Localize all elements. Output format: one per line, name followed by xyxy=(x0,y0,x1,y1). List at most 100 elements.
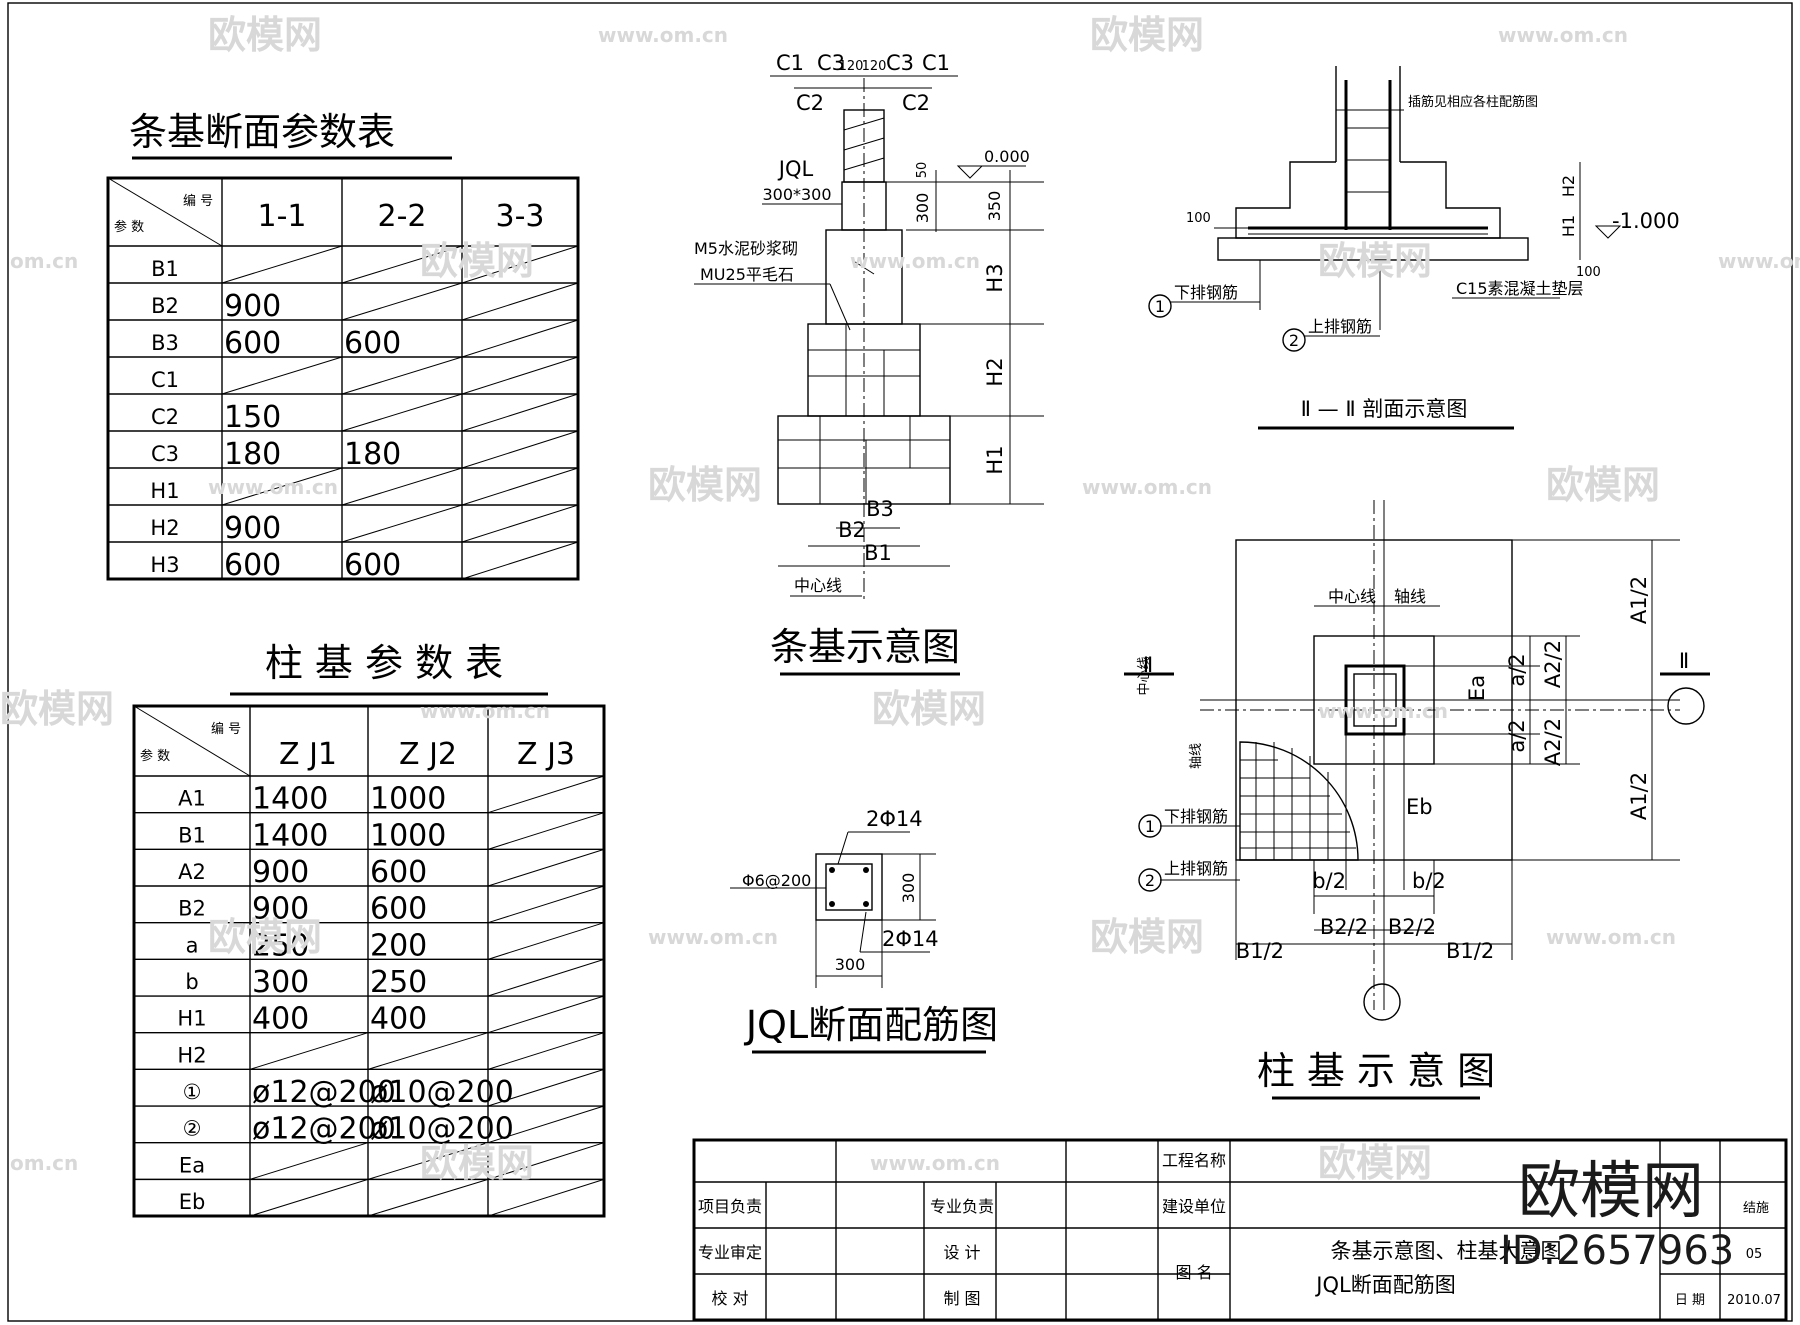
dim-c2-left: C2 xyxy=(796,91,824,115)
watermark-url-short: om.cn xyxy=(10,249,78,273)
dim-h3: H3 xyxy=(983,263,1007,292)
empty-cell-slash xyxy=(341,245,463,284)
column-param-label: H2 xyxy=(177,1043,206,1067)
column-param-label: H1 xyxy=(177,1007,206,1031)
column-cell-value: 600 xyxy=(370,855,427,890)
b1-half-right: B1/2 xyxy=(1446,939,1494,963)
column-cell-value: ø12@200 xyxy=(252,1112,396,1147)
empty-cell-slash xyxy=(341,282,463,321)
column-param-label: A2 xyxy=(178,860,206,884)
watermark-brand: 欧模网 xyxy=(208,13,322,57)
strip-table-title: 条基断面参数表 xyxy=(129,110,395,154)
elevation-mark xyxy=(956,165,984,179)
project-name-label: 工程名称 xyxy=(1162,1151,1226,1170)
empty-cell-slash xyxy=(221,356,343,395)
column-param-label: Ea xyxy=(179,1153,205,1177)
watermark-url: www.om.cn xyxy=(208,475,338,499)
strip-param-label: B2 xyxy=(151,294,179,318)
corner-bottom-label: 参 数 xyxy=(114,219,144,235)
column-cell-value: 300 xyxy=(252,965,309,1000)
section-mark-right: Ⅱ xyxy=(1679,649,1689,673)
dim-50: 50 xyxy=(915,162,930,179)
stone-label: MU25平毛石 xyxy=(700,265,794,284)
empty-cell-slash xyxy=(341,504,463,543)
b-half-left: b/2 xyxy=(1312,869,1346,893)
column-param-label: Eb xyxy=(179,1190,206,1214)
sheet-number: 05 xyxy=(1746,1247,1763,1262)
empty-cell-slash xyxy=(341,393,463,432)
title-block: 项目负责 专业审定 校 对 专业负责 设 计 制 图 工程名称 建设单位 图 名… xyxy=(692,1138,1788,1322)
corner-top-label: 编 号 xyxy=(211,722,241,737)
watermark-id: ID:2657963 xyxy=(1500,1228,1734,1274)
empty-cell-slash xyxy=(221,467,343,506)
mortar-label: M5水泥砂浆砌 xyxy=(694,239,798,258)
column-param-label: ① xyxy=(183,1080,202,1104)
dim-c1-right: C1 xyxy=(922,51,950,75)
corner-diagonal xyxy=(133,705,251,777)
svg-text:1: 1 xyxy=(1155,297,1165,316)
strip-cell-value: 180 xyxy=(224,437,281,472)
empty-cell-slash xyxy=(221,245,343,284)
dim-100-bottom: 100 xyxy=(1576,265,1601,280)
jql-size-label: 300*300 xyxy=(762,185,831,204)
date-value: 2010.07 xyxy=(1727,1293,1781,1308)
check-label: 校 对 xyxy=(711,1289,748,1308)
strip-param-label: C2 xyxy=(151,405,179,429)
column-param-label: ② xyxy=(183,1117,202,1141)
draw-label: 制 图 xyxy=(943,1289,980,1308)
column-col-2: Z J2 xyxy=(399,737,457,772)
discipline-lead-label: 专业负责 xyxy=(930,1197,994,1216)
dim-h2-section: H2 xyxy=(1559,175,1578,197)
empty-cell-slash xyxy=(367,1142,489,1180)
empty-cell-slash xyxy=(487,1105,605,1144)
watermark-brand: 欧模网 xyxy=(208,915,322,959)
discipline-review-label: 专业审定 xyxy=(698,1243,762,1262)
jql-height: 300 xyxy=(899,873,918,904)
empty-cell-slash xyxy=(487,848,605,887)
column-cell-value: 600 xyxy=(370,892,427,927)
a1-half-bottom: A1/2 xyxy=(1627,772,1651,820)
strip-foundation-diagram: C1 C3 120 120 C3 C1 C2 C2 JQL 300*300 M5… xyxy=(694,51,1044,676)
watermark-url: www.om.cn xyxy=(420,699,550,723)
bottom-bars-label: 2Φ14 xyxy=(882,927,939,951)
column-param-label: b xyxy=(185,970,198,994)
watermark-url: www.om.cn xyxy=(1082,475,1212,499)
dim-c3-left: C3 xyxy=(817,51,845,75)
column-cell-value: 900 xyxy=(252,855,309,890)
empty-cell-slash xyxy=(461,430,579,469)
section-ii-diagram: 插筋见相应各柱配筋图 100 H2 H1 100 -1.000 1 下排钢筋 2… xyxy=(1148,66,1680,430)
dim-c3-right: C3 xyxy=(886,51,914,75)
dim-b3: B3 xyxy=(866,497,894,521)
strip-cell-value: 180 xyxy=(344,437,401,472)
strip-param-label: C1 xyxy=(151,368,179,392)
empty-cell-slash xyxy=(487,1068,605,1107)
centerline-label: 中心线 xyxy=(794,576,842,595)
ea-label: Ea xyxy=(1465,675,1489,701)
watermarks: 欧模网 欧模网 www.om.cn www.om.cn 欧模网 欧模网 om.c… xyxy=(0,13,1800,1274)
side-centerline-label: 中心线 xyxy=(1137,656,1152,695)
empty-cell-slash xyxy=(487,1178,605,1217)
corner-bottom-label: 参 数 xyxy=(140,748,170,764)
a-half-bottom: a/2 xyxy=(1505,719,1529,752)
lower-bars-label: 下排钢筋 xyxy=(1174,283,1238,302)
watermark-url: www.om.cn xyxy=(1546,925,1676,949)
empty-cell-slash xyxy=(341,467,463,506)
dim-h2: H2 xyxy=(983,357,1007,386)
watermark-url: www.om.cn xyxy=(870,1151,1000,1175)
section-ii-title: Ⅱ — Ⅱ 剖面示意图 xyxy=(1301,397,1468,421)
strip-param-label: H3 xyxy=(150,553,179,577)
b2-half-right: B2/2 xyxy=(1388,915,1436,939)
column-param-label: a xyxy=(186,933,199,957)
strip-diagram-title: 条基示意图 xyxy=(770,625,960,669)
column-col-1: Z J1 xyxy=(279,737,337,772)
watermark-brand: 欧模网 xyxy=(1090,915,1204,959)
column-cell-value: 250 xyxy=(370,965,427,1000)
jql-label: JQL xyxy=(777,157,814,181)
dim-350: 350 xyxy=(985,191,1004,222)
watermark-brand: 欧模网 xyxy=(1090,13,1204,57)
corner-top-label: 编 号 xyxy=(183,194,213,209)
column-foundation-diagram: 中心线 轴线 中心线 轴线 Ⅱ Ⅱ Ea Eb a/2 a/2 A2/2 A2/… xyxy=(1124,500,1710,1100)
